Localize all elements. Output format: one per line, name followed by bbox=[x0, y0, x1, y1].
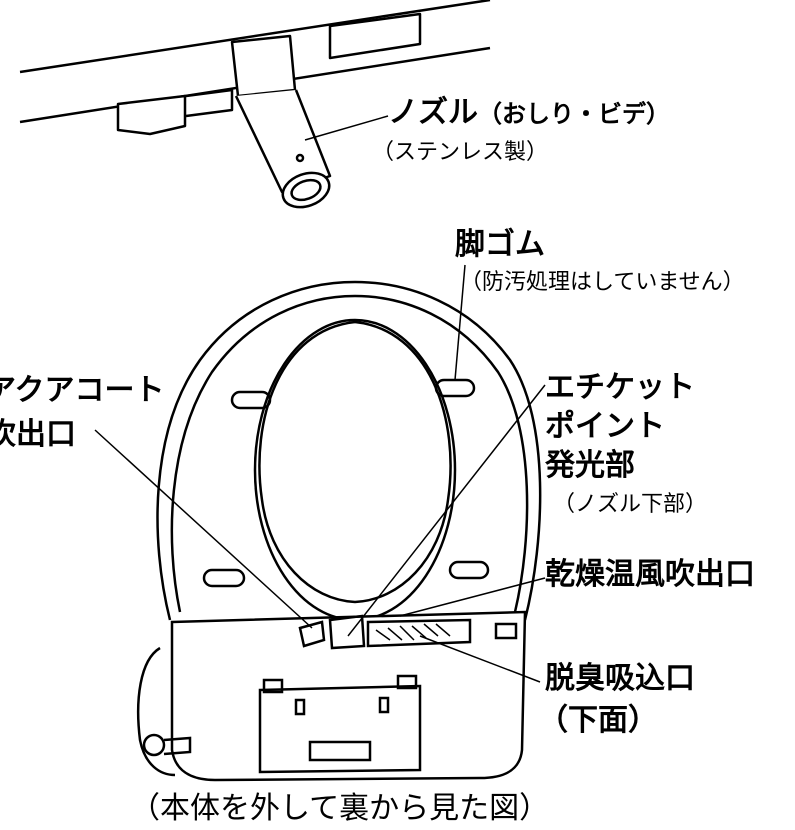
foot-rubber-note: （防汚処理はしていません） bbox=[460, 270, 745, 295]
nozzle-label: ノズル（おしり・ビデ） bbox=[388, 98, 670, 128]
aqua-coat-label-line1: アクアコート bbox=[0, 373, 165, 408]
etiquette-label-line2: ポイント bbox=[545, 409, 665, 444]
aqua-coat-label-line2: 吹出口 bbox=[0, 417, 76, 452]
leader-lines bbox=[94, 115, 546, 683]
deodorizer-intake-label-line1: 脱臭吸込口 bbox=[545, 661, 695, 696]
deodorizer-intake-label-line2: （下面） bbox=[538, 703, 658, 738]
etiquette-label-line3: 発光部 bbox=[545, 448, 635, 483]
nozzle-detail: （おしり・ビデ） bbox=[478, 100, 670, 128]
foot-rubber-label: 脚ゴム bbox=[455, 227, 545, 262]
dryer-outlet-label: 乾燥温風吹出口 bbox=[545, 557, 755, 592]
etiquette-note: （ノズル下部） bbox=[553, 492, 708, 517]
seat-body-drawing bbox=[136, 280, 542, 782]
figure-caption: （本体を外して裏から見た図） bbox=[130, 791, 550, 826]
nozzle-unit-drawing bbox=[19, 0, 491, 209]
nozzle-material: （ステンレス製） bbox=[372, 140, 549, 165]
etiquette-label-line1: エチケット bbox=[545, 370, 695, 405]
nozzle-name: ノズル bbox=[388, 95, 478, 130]
